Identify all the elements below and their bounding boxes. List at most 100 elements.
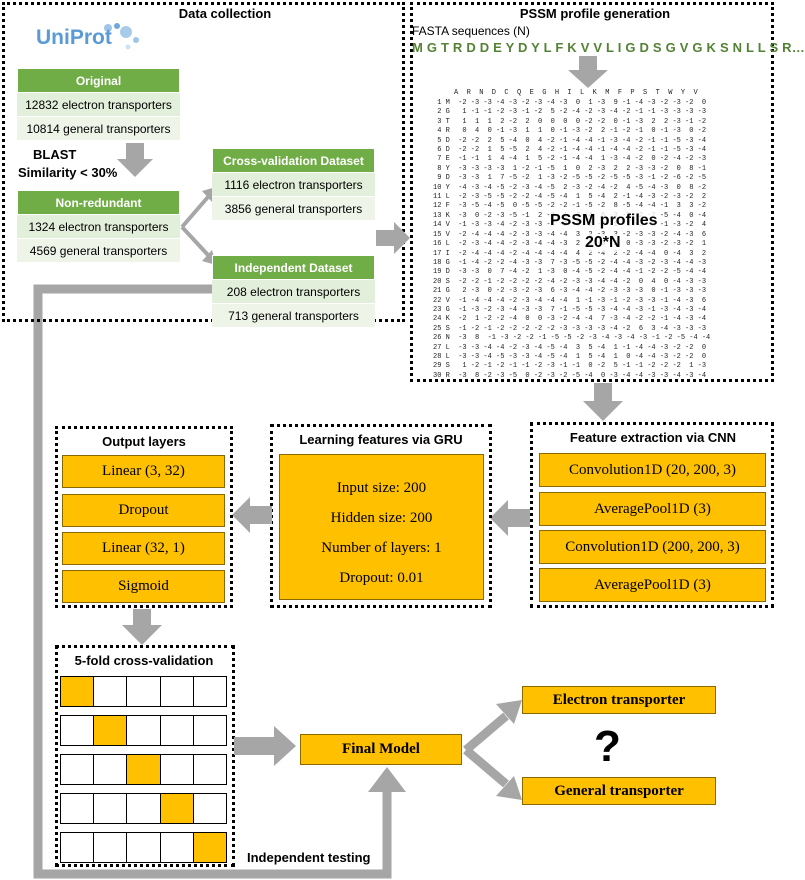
data-collection-panel	[2, 2, 405, 322]
independent-line	[33, 284, 392, 879]
pssm-row: 21 G 2 -3 0 -2 -3 -2 -3 6 -3 -4 -4 -2 -3…	[433, 287, 707, 296]
cv-dataset-row-general: 3856 general transporters	[212, 197, 375, 221]
pssm-panel	[410, 2, 774, 382]
left-arrow-icon	[490, 500, 530, 536]
cv-fold-train-cell	[159, 676, 194, 707]
left-arrow-icon	[232, 497, 272, 533]
uniprot-logo-icon	[32, 20, 142, 60]
nonredundant-header: Non-redundant	[17, 190, 180, 215]
pssm-row: 20 S -2 -2 -1 -2 -2 -2 -2 -4 -2 -3 -3 -4…	[433, 277, 707, 286]
output-layer-4: Sigmoid	[62, 570, 225, 603]
cv-fold-train-cell	[60, 832, 95, 863]
cv-title: 5-fold cross-validation	[74, 653, 214, 668]
cv-fold-train-cell	[60, 715, 95, 746]
cnn-layer-1: Convolution1D (20, 200, 3)	[539, 453, 766, 487]
pssm-row: 26 N -3 8 -1 -3 -2 -2 -1 -5 -5 -2 -3 -4 …	[433, 334, 711, 343]
pssm-row: 30 R -3 8 -2 -3 -5 0 -2 -3 -2 -5 -4 0 -3…	[433, 371, 707, 380]
down-arrow-icon	[122, 609, 162, 645]
cv-fold-train-cell	[159, 754, 194, 785]
pssm-row: 28 L -3 -3 -4 -5 -3 -3 -4 -5 -4 1 5 -4 1…	[433, 352, 707, 361]
independent-testing-path	[33, 284, 406, 879]
output-layers-title: Output layers	[102, 434, 186, 449]
right-arrow-icon	[376, 222, 410, 254]
pssm-row: 17 I -2 -4 -4 -4 -2 -4 -4 -4 -4 4 2 -4 2…	[433, 249, 707, 258]
cv-panel	[55, 645, 235, 867]
cv-dataset-header: Cross-validation Dataset	[212, 148, 375, 173]
pssm-profile-size: 20*N	[585, 234, 621, 252]
output-layer-2: Dropout	[62, 494, 225, 527]
cv-fold-train-cell	[126, 793, 161, 824]
cv-fold-train-cell	[93, 793, 128, 824]
cv-fold-train-cell	[192, 715, 227, 746]
down-arrow-icon	[117, 143, 153, 177]
cv-fold-train-cell	[126, 832, 161, 863]
electron-transporter-box: Electron transporter	[522, 686, 716, 714]
original-row-electron: 12832 electron transporters	[17, 93, 180, 117]
pssm-row: 7 E -1 -1 1 4 -4 1 5 -2 -1 -4 -4 1 -3 -4…	[433, 155, 707, 164]
pssm-row: 25 S -1 -2 -1 -2 -2 -2 -2 -2 -3 -3 -3 -3…	[433, 324, 707, 333]
pssm-row: 1 M -2 -3 -3 -4 -3 -2 -3 -4 -3 0 1 -3 9 …	[433, 99, 707, 107]
cv-fold-train-cell	[93, 676, 128, 707]
cv-fold-train-cell	[126, 676, 161, 707]
question-mark: ?	[594, 722, 621, 771]
fasta-label: FASTA sequences (N)	[412, 24, 530, 38]
cv-fold-train-cell	[192, 676, 227, 707]
pssm-row: 9 D -3 -3 1 7 -5 -2 1 -3 -2 -5 -5 -2 -5 …	[433, 174, 707, 183]
cv-fold-test-cell	[159, 793, 194, 824]
gru-title: Learning features via GRU	[299, 432, 463, 447]
branch-arrow-icon	[463, 700, 522, 800]
pssm-row: 22 V -1 -4 -4 -4 -2 -3 -4 -4 -4 1 -1 -3 …	[433, 296, 707, 305]
gru-hidden-size: Hidden size: 200	[330, 510, 433, 526]
nonredundant-row-electron: 1324 electron transporters	[17, 215, 180, 239]
cv-fold-train-cell	[159, 715, 194, 746]
independent-dataset-row-electron: 208 electron transporters	[212, 280, 375, 304]
independent-dataset-row-general: 713 general transporters	[212, 304, 375, 328]
pssm-row: 10 Y -4 -3 -4 -5 -2 -3 -4 -5 2 -3 -2 -4 …	[433, 183, 707, 192]
pssm-row: 23 G -1 -3 -2 -3 -4 -3 -3 7 -1 -5 -5 -3 …	[433, 305, 707, 314]
cv-fold-train-cell	[126, 715, 161, 746]
cv-fold-train-cell	[60, 793, 95, 824]
gru-parameters-box: Input size: 200 Hidden size: 200 Number …	[279, 454, 484, 600]
pssm-matrix: 1 M -2 -3 -3 -4 -3 -2 -3 -4 -3 0 1 -3 9 …	[433, 99, 710, 381]
gru-num-layers: Number of layers: 1	[321, 540, 442, 556]
pssm-row: 16 L -2 -3 -4 -4 -2 -3 -4 -4 -3 2 2 -3 2…	[433, 240, 707, 249]
gru-dropout: Dropout: 0.01	[339, 570, 424, 586]
similarity-label: Similarity < 30%	[18, 165, 118, 180]
pssm-row: 15 V -2 -4 -4 -4 -2 -3 -3 -4 -4 3 2 -3 3…	[433, 230, 707, 239]
cv-fold-test-cell	[126, 754, 161, 785]
fasta-sequence: M G T R D D E Y D Y L F K V V L I G D S …	[412, 40, 805, 55]
pssm-row: 8 Y -3 -3 -3 -3 1 -2 -1 -5 1 0 2 -3 2 2 …	[433, 164, 707, 173]
down-arrow-icon	[583, 383, 623, 421]
cnn-panel	[530, 422, 774, 608]
cv-fold-train-cell	[93, 754, 128, 785]
cv-fold-train-cell	[93, 832, 128, 863]
cv-fold-train-cell	[192, 754, 227, 785]
pssm-row: 5 D -2 -2 2 5 -4 0 4 -2 -1 -4 -4 -1 -3 -…	[433, 136, 707, 145]
cv-fold-train-cell	[192, 793, 227, 824]
cnn-layer-4: AveragePool1D (3)	[539, 568, 766, 602]
final-model-box: Final Model	[300, 734, 462, 765]
nonredundant-row-general: 4569 general transporters	[17, 239, 180, 263]
pssm-row: 2 G 1 -1 -1 -2 -3 -1 -2 5 -2 -4 -2 -3 -4…	[433, 108, 707, 117]
cv-fold-test-cell	[192, 832, 227, 863]
pssm-row: 6 D -2 -2 1 5 -5 2 4 -2 -1 -4 -4 -1 -4 -…	[433, 146, 707, 155]
right-arrow-icon	[234, 726, 296, 766]
gru-input-size: Input size: 200	[336, 480, 427, 496]
pssm-matrix-header: A R N D C Q E G H I L K M F P S T W Y V	[433, 89, 698, 97]
independent-dataset-header: Independent Dataset	[212, 255, 375, 280]
pssm-row: 18 G -1 -4 -2 -2 -4 -3 -3 7 -3 -5 -5 -2 …	[433, 258, 707, 267]
pssm-row: 19 D -3 -3 0 7 -4 -2 1 -3 0 -4 -5 -2 -4 …	[433, 268, 707, 277]
cnn-layer-2: AveragePool1D (3)	[539, 492, 766, 526]
down-arrow-icon	[568, 56, 608, 88]
pssm-row: 24 K -2 1 -2 -2 -4 0 0 -3 -2 -4 -4 7 -3 …	[433, 315, 707, 324]
cv-fold-test-cell	[93, 715, 128, 746]
data-collection-title: Data collection	[178, 6, 272, 21]
pssm-title: PSSM profile generation	[519, 6, 671, 21]
uniprot-logo-text: UniProt	[36, 26, 112, 49]
pssm-row: 4 R 0 4 0 -1 -3 1 1 0 -1 -3 -2 2 -1 -2 -…	[433, 127, 707, 136]
pssm-row: 27 L -3 -3 -4 -4 -2 -3 -4 -5 -4 3 5 -4 1…	[433, 343, 707, 352]
pssm-row: 3 T 1 1 1 2 -2 2 0 0 0 0 -2 -2 0 -1 -3 2…	[433, 117, 707, 126]
general-transporter-box: General transporter	[522, 777, 716, 805]
cnn-title: Feature extraction via CNN	[569, 430, 737, 445]
output-layer-3: Linear (32, 1)	[62, 532, 225, 565]
